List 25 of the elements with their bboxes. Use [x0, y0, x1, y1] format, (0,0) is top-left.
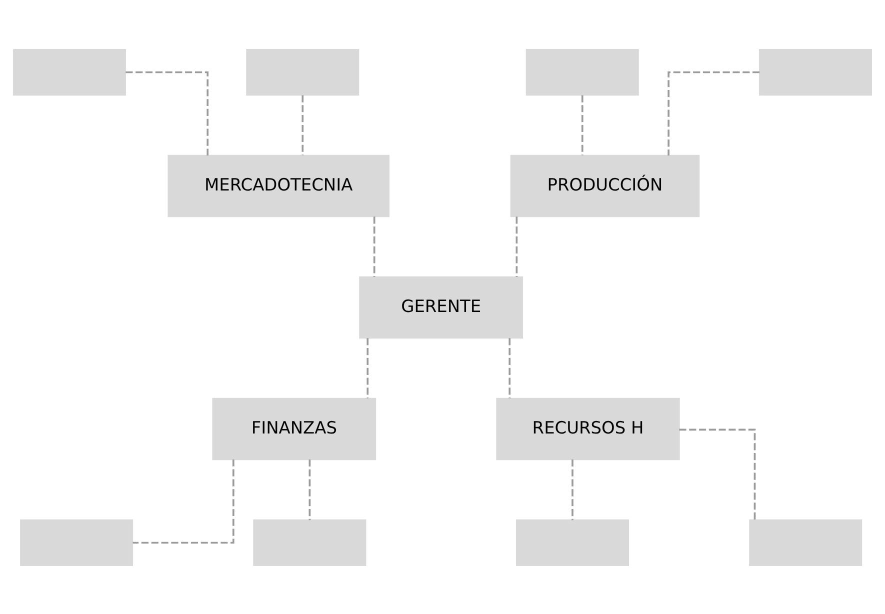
- connector: [126, 70, 209, 156]
- connector: [581, 94, 584, 155]
- node-box: [526, 48, 639, 96]
- connector: [366, 338, 369, 398]
- node-box: FINANZAS: [212, 397, 376, 460]
- node-box: RECURSOS H: [496, 397, 680, 460]
- connector: [132, 458, 234, 544]
- node-box: [246, 48, 360, 96]
- connector: [373, 216, 376, 276]
- node-box: GERENTE: [359, 276, 524, 338]
- node-box: [20, 518, 134, 566]
- connector: [516, 216, 518, 276]
- node-box: [516, 518, 629, 566]
- node-box: [758, 48, 872, 96]
- node-box: [12, 48, 126, 96]
- connector: [668, 70, 760, 156]
- node-box: [749, 518, 862, 566]
- node-box: [253, 518, 366, 566]
- node-box: PRODUCCIÓN: [510, 154, 700, 217]
- connector: [679, 428, 756, 520]
- connector: [308, 458, 311, 520]
- connector: [572, 458, 574, 520]
- connector: [302, 94, 304, 155]
- connector: [508, 338, 511, 398]
- node-box: MERCADOTECNIA: [168, 154, 390, 217]
